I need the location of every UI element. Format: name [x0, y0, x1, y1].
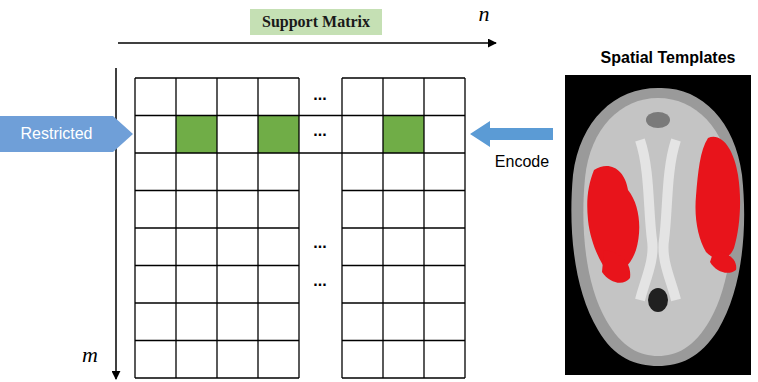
support-grid [135, 78, 465, 378]
ellipsis: ... [313, 234, 326, 252]
restricted-cell [176, 116, 217, 154]
ellipsis: ... [313, 122, 326, 140]
title-box: Support Matrix [250, 9, 382, 35]
restricted-cell [258, 116, 299, 154]
image-title: Spatial Templates [601, 49, 736, 67]
axis-label: m [82, 343, 98, 367]
restricted-cell [383, 116, 424, 154]
node-text: Support Matrix [262, 12, 370, 31]
axis-label: n [479, 2, 490, 26]
ellipsis: ... [313, 272, 326, 290]
arrow-label: Encode [495, 153, 549, 171]
restricted-arrow: Restricted [0, 116, 133, 152]
ellipsis: ... [313, 86, 326, 104]
node-text: Restricted [0, 124, 113, 143]
encode-arrow [470, 121, 553, 147]
axis-arrows [116, 43, 496, 379]
brain-template [565, 75, 751, 375]
